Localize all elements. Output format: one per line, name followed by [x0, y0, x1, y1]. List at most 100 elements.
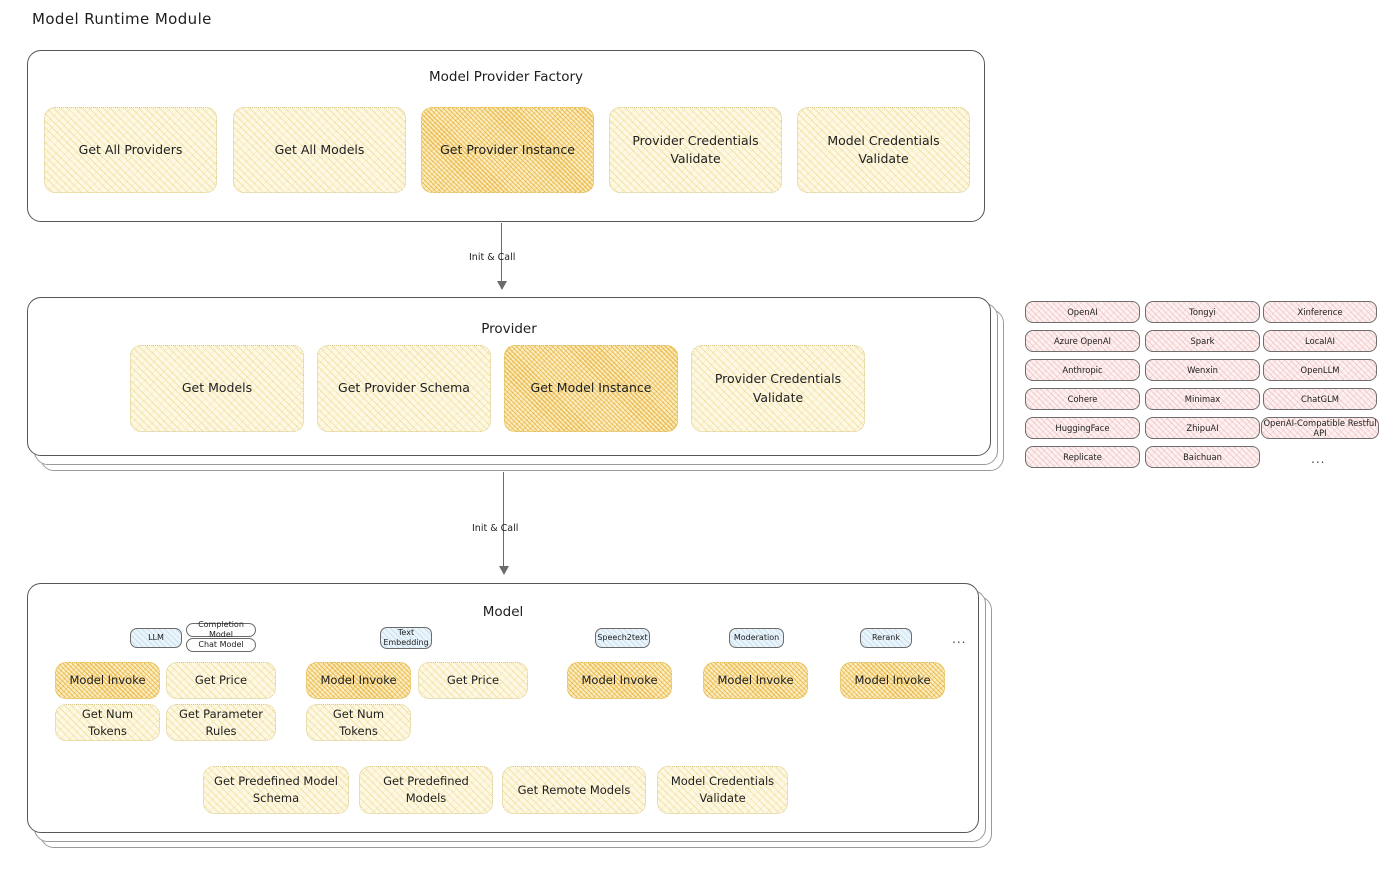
factory-node-get-all-models[interactable]: Get All Models: [233, 107, 406, 193]
provider-node-provider-credentials-validate[interactable]: Provider Credentials Validate: [691, 345, 865, 432]
text-embedding-node-model-invoke[interactable]: Model Invoke: [306, 662, 411, 699]
model-subtype-badge-label: Completion Model: [198, 620, 244, 639]
factory-node-label: Get Provider Instance: [440, 141, 575, 157]
text-embedding-node-label: Model Invoke: [320, 673, 397, 688]
connector-1-label: Init & Call: [469, 252, 516, 263]
model-type-badge-speech2text[interactable]: Speech2text: [595, 628, 650, 648]
model-types-more: ...: [952, 632, 967, 646]
provider-chip-minimax[interactable]: Minimax: [1145, 388, 1260, 410]
provider-chip-chatglm[interactable]: ChatGLM: [1263, 388, 1377, 410]
model-panel: [27, 583, 979, 833]
provider-node-get-models[interactable]: Get Models: [130, 345, 304, 432]
text-embedding-node-label: Get Num Tokens: [332, 706, 385, 738]
provider-list-more: ...: [1311, 452, 1326, 466]
provider-node-label: Get Provider Schema: [338, 380, 470, 396]
provider-chip-baichuan[interactable]: Baichuan: [1145, 446, 1260, 468]
connector-1-line: [501, 223, 503, 283]
llm-node-label: Model Invoke: [69, 673, 146, 688]
model-common-node-label: Get Predefined Model Schema: [214, 774, 338, 805]
moderation-node-label: Model Invoke: [717, 673, 794, 688]
text-embedding-node-get-num-tokens[interactable]: Get Num Tokens: [306, 704, 411, 741]
provider-chip-label: Spark: [1190, 336, 1215, 346]
model-common-node-label: Model Credentials Validate: [670, 774, 775, 805]
llm-node-label: Get Num Tokens: [81, 706, 134, 738]
provider-chip-replicate[interactable]: Replicate: [1025, 446, 1140, 468]
provider-chip-label: ChatGLM: [1301, 394, 1339, 404]
model-type-badge-rerank[interactable]: Rerank: [860, 628, 912, 648]
model-common-node-get-predefined-models[interactable]: Get Predefined Models: [359, 766, 493, 814]
provider-chip-openai[interactable]: OpenAI: [1025, 301, 1140, 323]
model-provider-factory-title: Model Provider Factory: [428, 69, 583, 85]
provider-title: Provider: [481, 321, 537, 337]
llm-node-label: Get Price: [194, 673, 248, 688]
model-type-badge-label: Moderation: [733, 633, 780, 642]
provider-chip-label: LocalAI: [1305, 336, 1335, 346]
llm-node-model-invoke[interactable]: Model Invoke: [55, 662, 160, 699]
provider-chip-label: Minimax: [1184, 394, 1221, 404]
connector-2-label: Init & Call: [472, 523, 519, 534]
provider-chip-openllm[interactable]: OpenLLM: [1263, 359, 1377, 381]
llm-node-get-price[interactable]: Get Price: [166, 662, 276, 699]
factory-node-label: Get All Models: [274, 141, 365, 157]
model-type-badge-label: Rerank: [871, 633, 900, 642]
provider-chip-huggingface[interactable]: HuggingFace: [1025, 417, 1140, 439]
provider-chip-label: OpenAI: [1067, 307, 1098, 317]
model-common-node-label: Get Remote Models: [517, 782, 631, 797]
factory-node-get-all-providers[interactable]: Get All Providers: [44, 107, 217, 193]
model-subtype-badge-completion-model[interactable]: Completion Model: [186, 620, 256, 639]
moderation-node-model-invoke[interactable]: Model Invoke: [703, 662, 808, 699]
provider-chip-spark[interactable]: Spark: [1145, 330, 1260, 352]
model-type-badge-label: Speech2text: [597, 633, 648, 642]
connector-1-arrowhead: [497, 281, 507, 290]
provider-chip-label: Azure OpenAI: [1053, 336, 1112, 346]
model-common-node-get-predefined-model-schema[interactable]: Get Predefined Model Schema: [203, 766, 349, 814]
provider-node-get-model-instance[interactable]: Get Model Instance: [504, 345, 678, 432]
provider-chip-label: Cohere: [1067, 394, 1098, 404]
provider-chip-label: Tongyi: [1189, 307, 1216, 317]
factory-node-provider-credentials-validate[interactable]: Provider Credentials Validate: [609, 107, 782, 193]
provider-chip-xinference[interactable]: Xinference: [1263, 301, 1377, 323]
llm-node-label: Get Parameter Rules: [179, 706, 263, 738]
provider-chip-tongyi[interactable]: Tongyi: [1145, 301, 1260, 323]
model-type-badge-llm[interactable]: LLM: [130, 628, 182, 648]
provider-chip-openai-compatible-restful-api[interactable]: OpenAI-Compatible Restful API: [1261, 417, 1379, 439]
speech2text-node-label: Model Invoke: [581, 673, 658, 688]
provider-chip-label: HuggingFace: [1055, 423, 1110, 433]
connector-2-arrowhead: [499, 566, 509, 575]
provider-chip-zhipuai[interactable]: ZhipuAI: [1145, 417, 1260, 439]
model-title: Model: [482, 604, 524, 620]
model-type-badge-text-embedding[interactable]: Text Embedding: [380, 627, 432, 649]
llm-node-get-num-tokens[interactable]: Get Num Tokens: [55, 704, 160, 741]
model-type-badge-label: LLM: [148, 633, 164, 642]
text-embedding-node-get-price[interactable]: Get Price: [418, 662, 528, 699]
provider-chip-label: Baichuan: [1183, 452, 1222, 462]
provider-chip-label: Xinference: [1297, 307, 1343, 317]
provider-chip-localai[interactable]: LocalAI: [1263, 330, 1377, 352]
model-subtype-badge-label: Chat Model: [198, 640, 244, 649]
model-common-node-model-credentials-validate[interactable]: Model Credentials Validate: [657, 766, 788, 814]
page-title: Model Runtime Module: [32, 10, 212, 28]
connector-2-line: [503, 472, 505, 568]
provider-chip-label: Replicate: [1063, 452, 1102, 462]
model-type-badge-moderation[interactable]: Moderation: [729, 628, 784, 648]
rerank-node-label: Model Invoke: [854, 673, 931, 688]
provider-chip-label: OpenAI-Compatible Restful API: [1263, 418, 1377, 438]
llm-node-get-parameter-rules[interactable]: Get Parameter Rules: [166, 704, 276, 741]
factory-node-label: Model Credentials Validate: [827, 132, 940, 166]
model-common-node-label: Get Predefined Models: [383, 774, 469, 805]
model-common-node-get-remote-models[interactable]: Get Remote Models: [502, 766, 646, 814]
factory-node-get-provider-instance[interactable]: Get Provider Instance: [421, 107, 594, 193]
provider-chip-anthropic[interactable]: Anthropic: [1025, 359, 1140, 381]
provider-chip-azure-openai[interactable]: Azure OpenAI: [1025, 330, 1140, 352]
provider-chip-label: Anthropic: [1062, 365, 1103, 375]
provider-chip-wenxin[interactable]: Wenxin: [1145, 359, 1260, 381]
provider-chip-label: OpenLLM: [1300, 365, 1340, 375]
rerank-node-model-invoke[interactable]: Model Invoke: [840, 662, 945, 699]
provider-node-label: Get Model Instance: [530, 380, 652, 396]
provider-node-get-provider-schema[interactable]: Get Provider Schema: [317, 345, 491, 432]
model-subtype-badge-chat-model[interactable]: Chat Model: [186, 638, 256, 652]
provider-chip-cohere[interactable]: Cohere: [1025, 388, 1140, 410]
text-embedding-node-label: Get Price: [446, 673, 500, 688]
factory-node-model-credentials-validate[interactable]: Model Credentials Validate: [797, 107, 970, 193]
speech2text-node-model-invoke[interactable]: Model Invoke: [567, 662, 672, 699]
